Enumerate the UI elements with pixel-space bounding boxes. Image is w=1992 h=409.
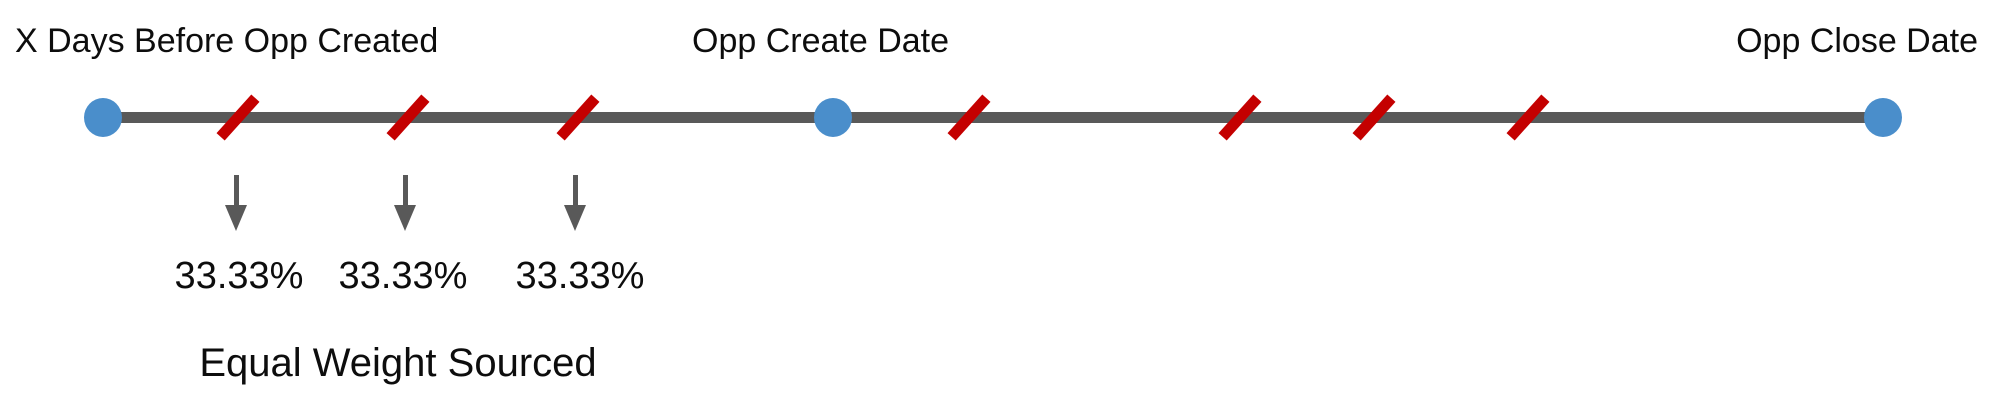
marker-opp-close-date: [1864, 98, 1902, 137]
down-arrow-3: [564, 175, 586, 231]
down-arrow-head-icon: [394, 205, 416, 231]
weight-label-1: 33.33%: [174, 255, 304, 297]
label-opp-close-date: Opp Close Date: [1736, 22, 1978, 60]
down-arrow-shaft: [572, 175, 578, 206]
marker-start-point: [84, 98, 122, 137]
caption-equal-weight-sourced: Equal Weight Sourced: [199, 341, 597, 385]
weight-label-3: 33.33%: [515, 255, 645, 297]
down-arrow-head-icon: [225, 205, 247, 231]
label-x-days-before-opp-created: X Days Before Opp Created: [15, 22, 439, 60]
down-arrow-shaft: [233, 175, 239, 206]
timeline-line: [103, 112, 1883, 123]
weight-label-2: 33.33%: [338, 255, 468, 297]
down-arrow-shaft: [402, 175, 408, 206]
marker-opp-create-date: [814, 98, 852, 137]
label-opp-create-date: Opp Create Date: [692, 22, 950, 60]
down-arrow-1: [225, 175, 247, 231]
down-arrow-2: [394, 175, 416, 231]
down-arrow-head-icon: [564, 205, 586, 231]
